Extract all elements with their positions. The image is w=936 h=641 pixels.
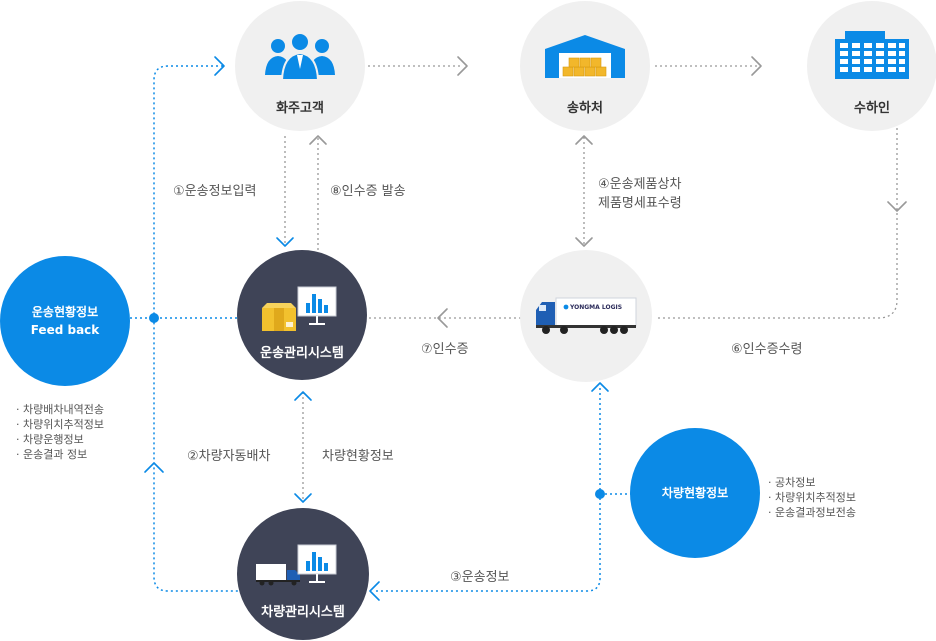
arrowhead-right-2 bbox=[751, 56, 762, 76]
warehouse-icon bbox=[545, 35, 625, 78]
arrowhead-down-vms bbox=[294, 493, 312, 503]
junction-dot-feedback bbox=[149, 313, 159, 323]
label-step7: ⑦인수증 bbox=[421, 342, 469, 357]
boxes-icon bbox=[262, 303, 296, 331]
connector-vehicle-status bbox=[374, 388, 601, 592]
vehicle-status-title: 차량현황정보 bbox=[661, 486, 729, 500]
feedback-subtitle: Feed back bbox=[30, 323, 100, 337]
loading-title: 송하처 bbox=[567, 101, 603, 116]
truck-node: YONGMA LOGIS bbox=[520, 250, 652, 382]
label-step6: ⑥인수증수령 bbox=[731, 342, 803, 357]
label-step4-line1: ④운송제품상차 bbox=[598, 177, 682, 192]
arrowhead-down-unloading bbox=[887, 201, 907, 212]
list-item: 차량위치추적정보 bbox=[16, 417, 104, 432]
list-item: 차량위치추적정보 bbox=[768, 490, 856, 505]
vms-node: 차량관리시스템 bbox=[237, 508, 369, 640]
arrowhead-up-truck bbox=[591, 382, 609, 392]
shipper-title: 화주고객 bbox=[276, 101, 324, 116]
connector-unloading-to-truck bbox=[655, 128, 898, 319]
label-step1: ①운송정보입력 bbox=[173, 184, 257, 199]
arrowhead-left-tms bbox=[437, 308, 448, 328]
truck-icon bbox=[256, 564, 300, 586]
label-step2: ②차량자동배차 bbox=[187, 449, 271, 464]
feedback-node: 운송현황정보 Feed back bbox=[0, 256, 130, 386]
arrowhead-up-shipper bbox=[309, 135, 327, 145]
arrowhead-down-truck bbox=[575, 237, 593, 247]
truck-icon: YONGMA LOGIS bbox=[536, 297, 637, 334]
vehicle-status-node: 차량현황정보 bbox=[630, 428, 760, 558]
people-icon bbox=[265, 32, 335, 81]
feedback-title: 운송현황정보 bbox=[31, 305, 99, 319]
label-vehicle-info: 차량현황정보 bbox=[322, 449, 394, 464]
loading-node: 송하처 bbox=[520, 1, 650, 131]
arrowhead-up-tms bbox=[294, 391, 312, 401]
list-item: 공차정보 bbox=[768, 475, 856, 490]
junction-dot-vehicle bbox=[595, 489, 605, 499]
vehicle-item-list: 공차정보 차량위치추적정보 운송결과정보전송 bbox=[768, 475, 856, 520]
list-item: 운송결과 정보 bbox=[16, 447, 104, 462]
arrowhead-down-tms bbox=[276, 237, 294, 247]
label-step4-line2: 제품명세표수령 bbox=[598, 196, 682, 211]
unloading-title: 수하인 bbox=[854, 101, 890, 116]
tms-node: 운송관리시스템 bbox=[237, 250, 367, 380]
feedback-item-list: 차량배차내역전송 차량위치추적정보 차량운행정보 운송결과 정보 bbox=[16, 402, 104, 462]
label-step3: ③운송정보 bbox=[450, 570, 510, 585]
list-item: 차량배차내역전송 bbox=[16, 402, 104, 417]
vms-title: 차량관리시스템 bbox=[261, 605, 345, 620]
connector-feedback-loop bbox=[153, 65, 240, 592]
monitor-chart-icon bbox=[297, 286, 337, 325]
truck-logo: YONGMA LOGIS bbox=[569, 304, 622, 311]
arrowhead-left-vms bbox=[369, 581, 380, 601]
list-item: 차량운행정보 bbox=[16, 432, 104, 447]
building-icon bbox=[835, 31, 909, 79]
tms-title: 운송관리시스템 bbox=[260, 346, 344, 361]
unloading-node: 수하인 bbox=[807, 1, 936, 131]
arrowhead-right-shipper bbox=[214, 56, 225, 76]
monitor-chart-icon bbox=[297, 544, 337, 583]
shipper-node: 화주고객 bbox=[235, 1, 365, 131]
arrowhead-right-1 bbox=[457, 56, 468, 76]
label-step8: ⑧인수증 발송 bbox=[330, 184, 406, 199]
arrowhead-up-loading bbox=[575, 135, 593, 145]
list-item: 운송결과정보전송 bbox=[768, 505, 856, 520]
arrowhead-up-feedback bbox=[144, 462, 164, 473]
